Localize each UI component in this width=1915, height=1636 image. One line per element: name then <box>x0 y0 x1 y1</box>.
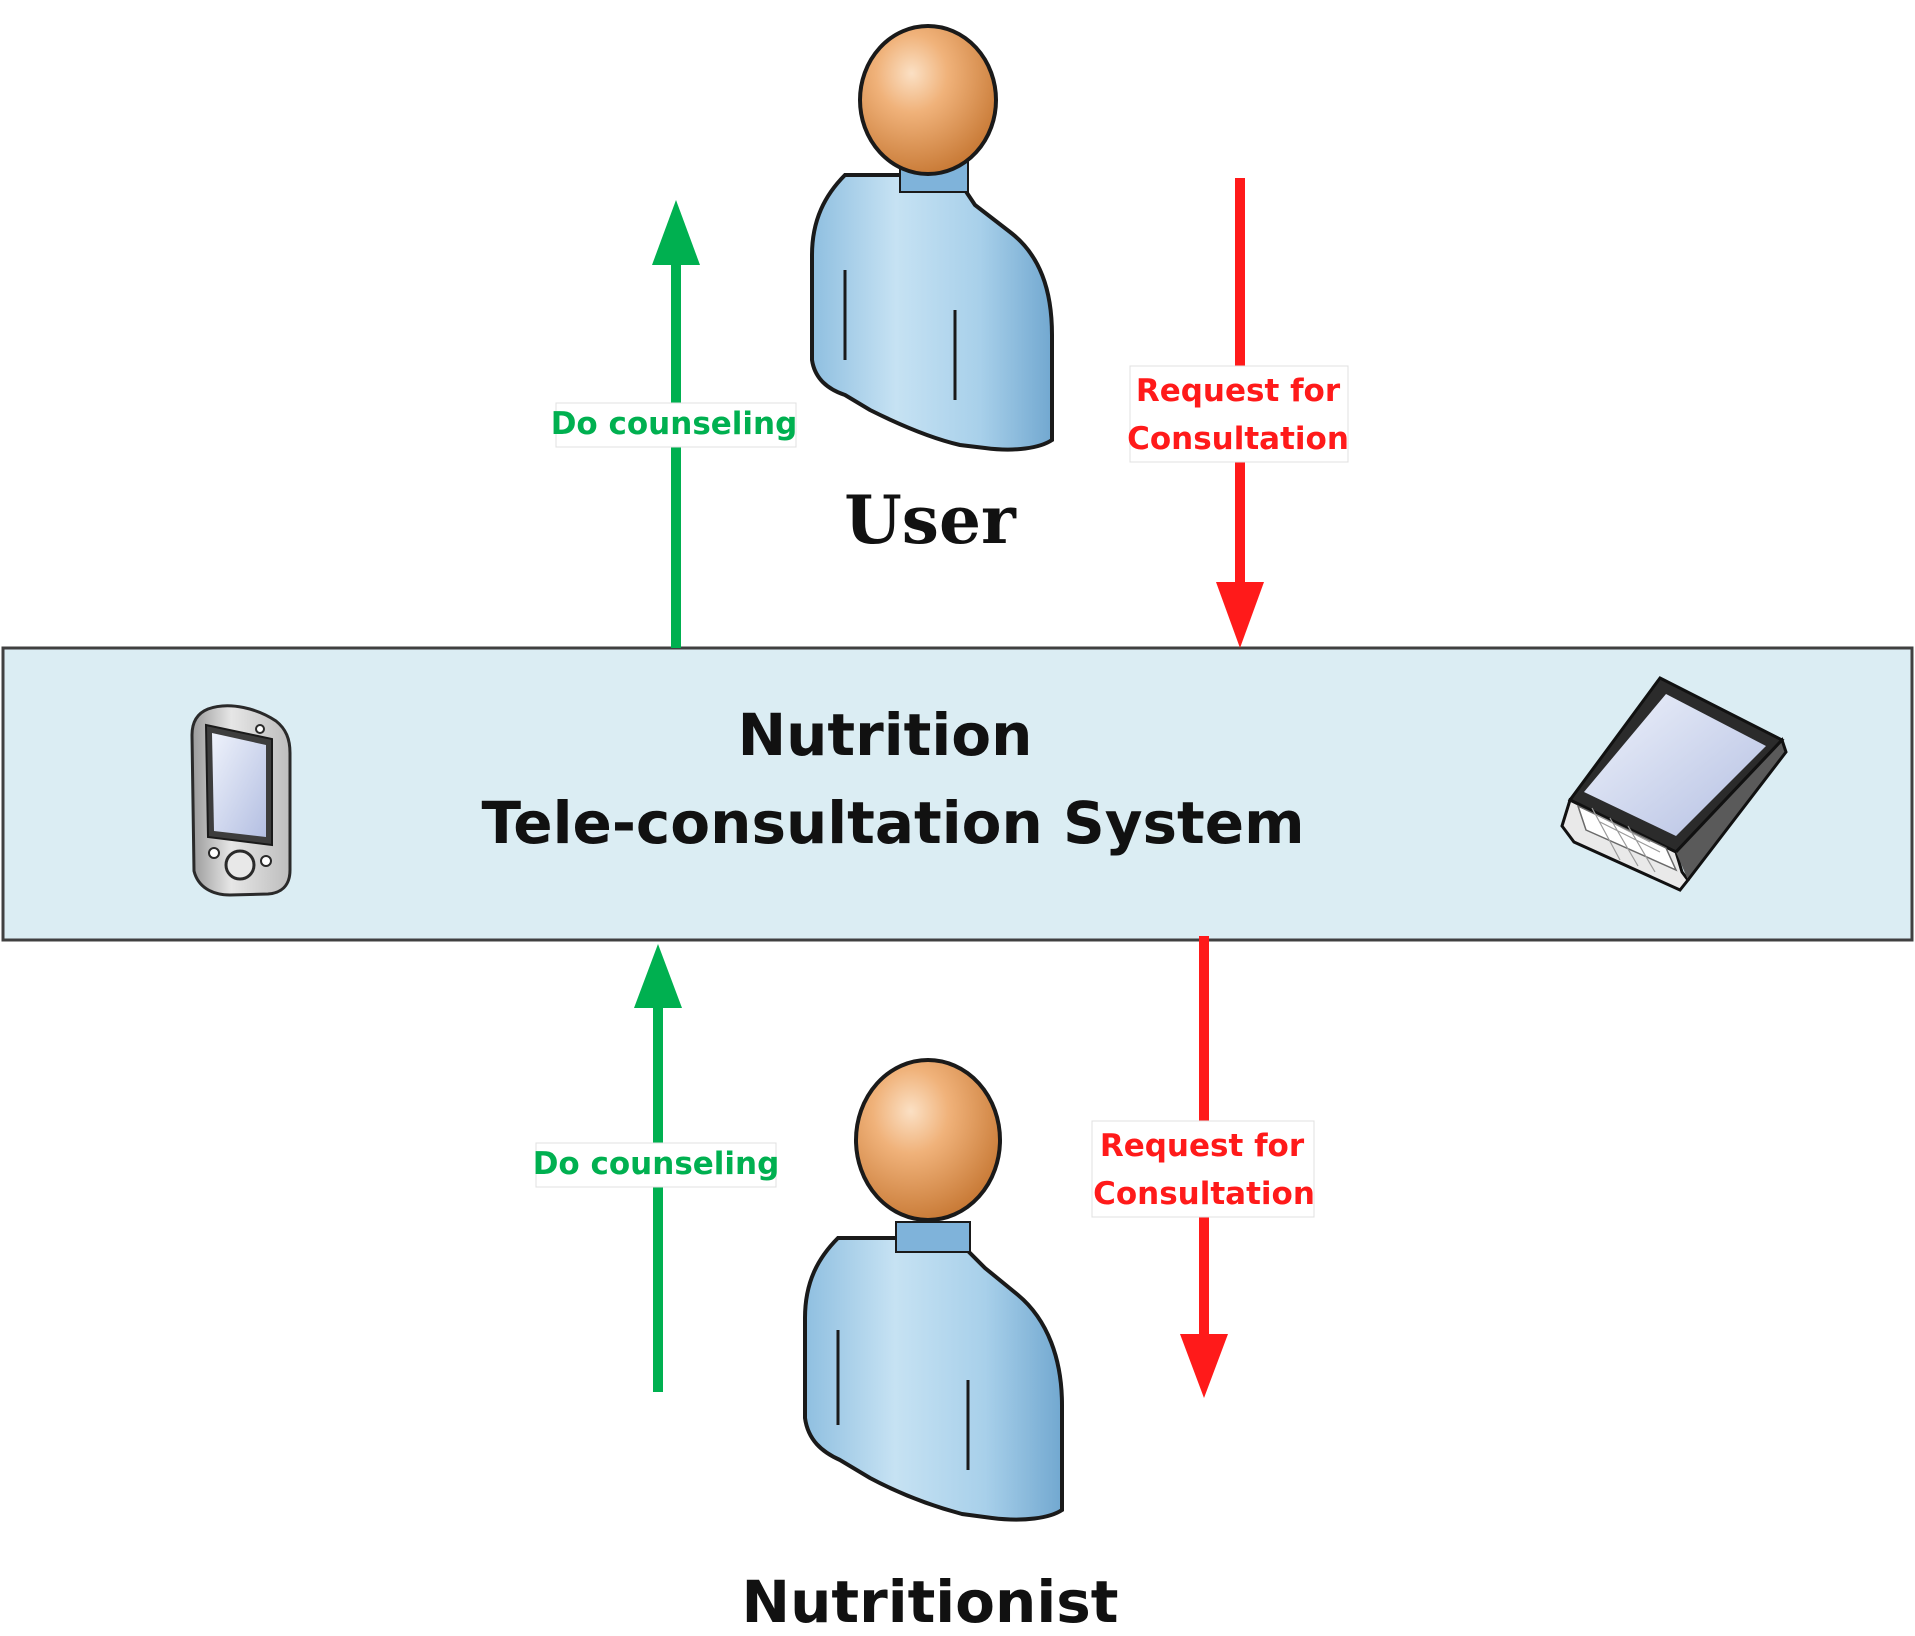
label-nutritionist-request-line1: Request for <box>1100 1128 1305 1164</box>
label-user-request-line2: Consultation <box>1127 421 1349 457</box>
actor-nutritionist-label: Nutritionist <box>742 1568 1119 1636</box>
label-bg-nutritionist-counseling <box>535 1142 777 1188</box>
person-icon-user <box>810 24 1054 452</box>
system-title-line2: Tele-consultation System <box>481 789 1304 857</box>
label-nutritionist-counseling: Do counseling <box>533 1146 780 1182</box>
arrow-user-counseling <box>652 200 700 648</box>
system-title-line1: Nutrition <box>738 701 1033 769</box>
label-nutritionist-request-line2: Consultation <box>1093 1176 1315 1212</box>
pda-handheld-icon <box>190 704 292 897</box>
person-icon-nutritionist <box>803 1058 1064 1522</box>
label-user-request-line1: Request for <box>1136 373 1341 409</box>
actor-user-label: User <box>844 481 1017 559</box>
label-bg-nutritionist-request <box>1091 1120 1315 1218</box>
laptop-icon <box>1560 676 1788 892</box>
label-bg-user-counseling <box>555 402 797 448</box>
label-user-counseling: Do counseling <box>551 406 798 442</box>
label-bg-user-request <box>1129 365 1349 463</box>
arrow-nutritionist-counseling <box>634 944 682 1392</box>
